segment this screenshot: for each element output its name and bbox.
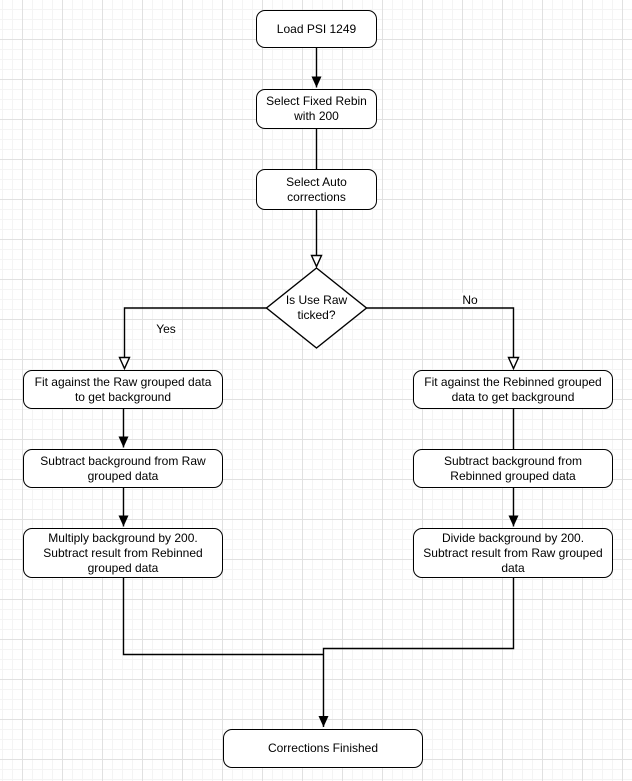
edge-label-yes: Yes bbox=[154, 321, 178, 337]
node-subtract-raw[interactable]: Subtract background from Raw grouped dat… bbox=[23, 449, 223, 488]
node-fit-raw-label: Fit against the Raw grouped data to get … bbox=[34, 374, 212, 404]
node-select-fixed-rebin-label: Select Fixed Rebin with 200 bbox=[266, 94, 367, 123]
edge-divide-to-finished[interactable] bbox=[318, 578, 515, 727]
node-multiply-background-label: Multiply background by 200. Subtract res… bbox=[43, 530, 203, 575]
node-load-psi[interactable]: Load PSI 1249 bbox=[256, 10, 377, 48]
node-fit-raw[interactable]: Fit against the Raw grouped data to get … bbox=[23, 370, 223, 409]
node-subtract-rebinned[interactable]: Subtract background from Rebinned groupe… bbox=[413, 449, 613, 488]
node-divide-background[interactable]: Divide background by 200. Subtract resul… bbox=[413, 528, 613, 578]
node-corrections-finished-label: Corrections Finished bbox=[267, 741, 379, 755]
edge-decision-yes-to-fit-raw[interactable] bbox=[118, 307, 267, 371]
edge-decision-no-to-fit-rebinned[interactable] bbox=[366, 307, 520, 371]
decision-label: Is Use Raw ticked? bbox=[285, 293, 348, 322]
node-subtract-rebinned-label: Subtract background from Rebinned groupe… bbox=[443, 453, 583, 483]
node-select-auto-corrections[interactable]: Select Auto corrections bbox=[256, 169, 377, 210]
node-divide-background-label: Divide background by 200. Subtract resul… bbox=[423, 530, 603, 575]
decision-diamond[interactable] bbox=[265, 267, 368, 349]
node-fit-rebinned-label: Fit against the Rebinned grouped data to… bbox=[424, 374, 602, 404]
node-fit-rebinned[interactable]: Fit against the Rebinned grouped data to… bbox=[413, 370, 613, 409]
edge-multiply-to-junction[interactable] bbox=[122, 578, 324, 656]
node-load-psi-label: Load PSI 1249 bbox=[276, 21, 357, 36]
node-multiply-background[interactable]: Multiply background by 200. Subtract res… bbox=[23, 528, 223, 578]
decision-label-box: Is Use Raw ticked? bbox=[266, 268, 367, 348]
node-select-fixed-rebin[interactable]: Select Fixed Rebin with 200 bbox=[256, 89, 377, 129]
edge-label-no: No bbox=[460, 292, 480, 308]
node-corrections-finished[interactable]: Corrections Finished bbox=[223, 729, 423, 768]
node-subtract-raw-label: Subtract background from Raw grouped dat… bbox=[40, 453, 206, 483]
node-select-auto-corrections-label: Select Auto corrections bbox=[286, 174, 347, 204]
